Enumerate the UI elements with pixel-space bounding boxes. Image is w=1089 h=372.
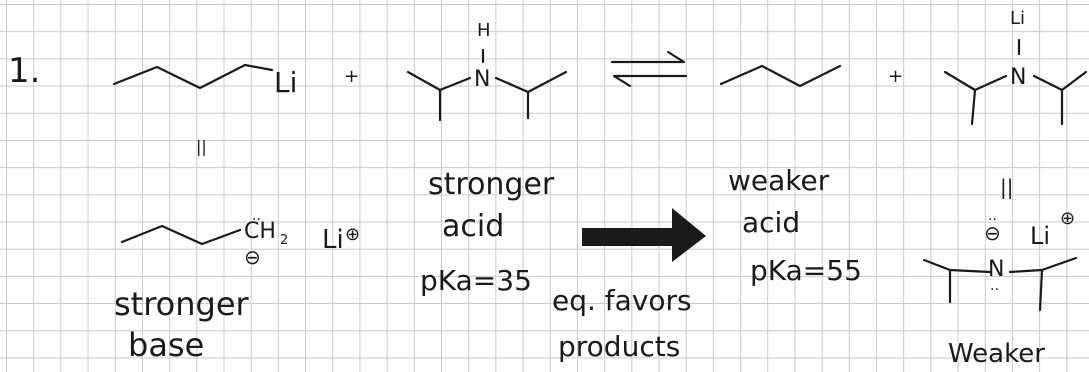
label-weaker-acid-line2: acid xyxy=(742,206,800,239)
label-stronger-base-line1: stronger xyxy=(114,285,250,323)
amide-lone-pair-top: .. xyxy=(988,208,997,224)
label-weaker-base: Weaker xyxy=(948,339,1045,369)
amide-li-charge: ⊕ xyxy=(1060,208,1075,229)
bold-forward-arrow xyxy=(582,208,706,262)
label-weaker-acid-pka: pKa=55 xyxy=(750,254,862,287)
label-stronger-acid-line1: stronger xyxy=(428,167,555,202)
amide-structure xyxy=(922,256,1078,312)
label-stronger-acid-line2: acid xyxy=(442,209,504,244)
label-eq-favors-line2: products xyxy=(558,330,680,363)
diisopropylamine-structure xyxy=(406,48,568,122)
plus-sign-2: + xyxy=(888,66,903,87)
amide-lone-pair-bottom: .. xyxy=(990,278,999,294)
lda-li-label: Li xyxy=(1010,8,1025,29)
carbanion-li-counterion: Li xyxy=(322,225,344,255)
butyllithium-li-label: Li xyxy=(274,66,297,99)
lda-structure xyxy=(943,38,1088,126)
carbanion-lone-pair: .. xyxy=(252,208,261,224)
plus-sign-1: + xyxy=(344,66,359,87)
label-stronger-acid-pka: pKa=35 xyxy=(420,264,532,297)
carbanion-ch-label: CH xyxy=(244,219,276,244)
label-weaker-acid-line1: weaker xyxy=(728,164,830,197)
butane-chain xyxy=(719,64,842,88)
lda-n-label: N xyxy=(1010,65,1026,90)
equivalence-mark-right: || xyxy=(1000,175,1013,199)
carbanion-negative-charge: ⊖ xyxy=(244,245,261,269)
label-eq-favors-line1: eq. favors xyxy=(552,284,692,317)
carbanion-li-charge: ⊕ xyxy=(345,224,360,245)
equivalence-mark-left: || xyxy=(196,137,207,156)
carbanion-chain xyxy=(120,224,242,246)
amide-n-label: N xyxy=(988,257,1004,282)
carbanion-ch-subscript: 2 xyxy=(280,233,288,248)
amine-n-label: N xyxy=(474,67,490,92)
amide-li-counterion: Li xyxy=(1030,222,1050,250)
amide-negative-charge: ⊖ xyxy=(984,221,1001,245)
equilibrium-arrow xyxy=(610,50,688,88)
problem-number: 1. xyxy=(8,51,40,91)
butyllithium-chain xyxy=(112,63,274,90)
label-stronger-base-line2: base xyxy=(128,326,204,364)
amine-h-label: H xyxy=(477,20,491,41)
